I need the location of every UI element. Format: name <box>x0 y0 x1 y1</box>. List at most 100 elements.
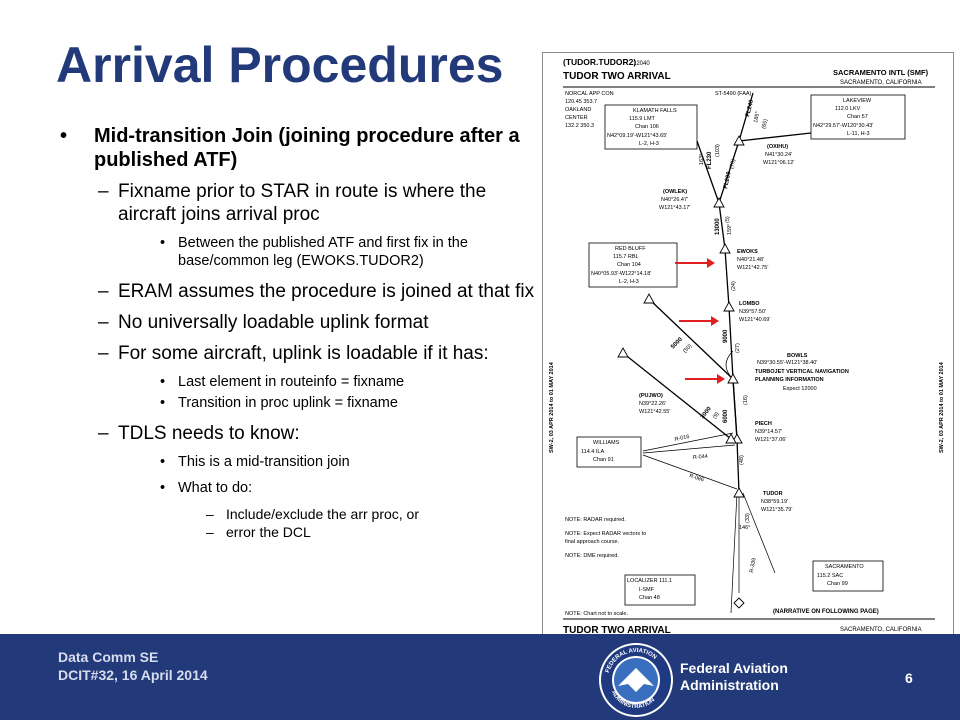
svg-text:13000: 13000 <box>715 218 721 235</box>
svg-text:120.45 353.7: 120.45 353.7 <box>565 99 597 105</box>
svg-text:N42°09.19'-W121°43.65': N42°09.19'-W121°43.65' <box>607 133 667 139</box>
chart-notes: NOTE: RADAR required. NOTE: Expect RADAR… <box>565 517 646 617</box>
svg-text:TURBOJET VERTICAL NAVIGATION: TURBOJET VERTICAL NAVIGATION <box>755 369 849 375</box>
svg-text:N39°14.57': N39°14.57' <box>755 429 782 435</box>
arrival-chart: (TUDOR.TUDOR2) 12040 TUDOR TWO ARRIVAL S… <box>542 52 954 650</box>
svg-text:9000: 9000 <box>723 329 729 343</box>
svg-text:(OWLEK): (OWLEK) <box>663 189 687 195</box>
svg-text:(65): (65) <box>761 118 769 129</box>
bullet-text: Fixname prior to STAR in route is where … <box>118 181 487 225</box>
footer-bar: Data Comm SE DCIT#32, 16 April 2014 FEDE… <box>0 634 960 720</box>
bullet-item-level-2: –TDLS needs to know: <box>60 422 540 445</box>
svg-text:N39°57.50': N39°57.50' <box>739 309 766 315</box>
page-number: 6 <box>905 670 913 686</box>
svg-text:RED BLUFF: RED BLUFF <box>615 246 646 252</box>
faa-name: Federal Aviation Administration <box>680 660 788 694</box>
route-lines <box>622 92 812 494</box>
bullet-item-level-3: •Last element in routeinfo = fixname <box>60 373 540 391</box>
svg-text:Chan 91: Chan 91 <box>593 457 614 463</box>
agency-line1: Federal Aviation <box>680 660 788 676</box>
svg-text:PLANNING INFORMATION: PLANNING INFORMATION <box>755 377 824 383</box>
williams-navaid: WILLIAMS 114.4 ILA Chan 91 <box>576 436 642 468</box>
svg-text:(50): (50) <box>682 343 693 354</box>
bullet-marker: – <box>206 506 214 522</box>
svg-text:W121°42.55': W121°42.55' <box>639 409 670 415</box>
bullet-text: No universally loadable uplink format <box>118 312 429 333</box>
svg-text:WILLIAMS: WILLIAMS <box>593 440 620 446</box>
bullet-item-level-2: –No universally loadable uplink format <box>60 311 540 334</box>
svg-text:R-044: R-044 <box>693 454 708 461</box>
svg-text:FL230: FL230 <box>707 151 713 169</box>
red-arrow-lombo-head <box>711 316 719 326</box>
red-arrow-pujwo-head <box>717 374 725 384</box>
chart-procedure-name: TUDOR TWO ARRIVAL <box>563 71 671 82</box>
bullet-item-level-2: –Fixname prior to STAR in route is where… <box>60 180 540 226</box>
svg-text:Chan 106: Chan 106 <box>635 124 659 130</box>
svg-text:185°: 185° <box>753 111 761 123</box>
bullet-marker: • <box>160 235 166 251</box>
klamath-falls-navaid: KLAMATH FALLS 115.9 LMT Chan 106 N42°09.… <box>604 104 698 150</box>
bullet-marker: • <box>160 374 166 390</box>
bullet-text: This is a mid-transition join <box>178 454 350 470</box>
svg-text:CENTER: CENTER <box>565 115 588 121</box>
radial-lines <box>642 350 776 614</box>
bullet-text: Include/exclude the arr proc, or <box>226 506 419 522</box>
bullet-marker: • <box>60 125 68 147</box>
bullet-item-level-4: –Include/exclude the arr proc, or <box>60 505 540 523</box>
svg-text:(33): (33) <box>745 513 751 523</box>
bullet-item-level-2: –For some aircraft, uplink is loadable i… <box>60 342 540 365</box>
svg-text:EWOKS: EWOKS <box>737 249 758 255</box>
svg-text:final approach course.: final approach course. <box>565 539 620 545</box>
bullet-marker: • <box>160 454 166 470</box>
localizer-navaid: LOCALIZER 111.1 I-SMF Chan 48 <box>624 574 696 606</box>
svg-text:(9): (9) <box>712 411 721 420</box>
svg-text:(OXIHU): (OXIHU) <box>767 144 788 150</box>
svg-text:(5): (5) <box>725 216 731 223</box>
slide-title: Arrival Procedures <box>56 37 504 93</box>
svg-text:146°: 146° <box>739 525 750 531</box>
svg-text:NORCAL APP CON: NORCAL APP CON <box>565 91 614 97</box>
svg-text:(103): (103) <box>715 144 721 157</box>
svg-text:Chan 57: Chan 57 <box>847 114 868 120</box>
bullet-marker: – <box>98 281 109 302</box>
svg-text:N40°26.47': N40°26.47' <box>661 197 688 203</box>
turbojet-planning-info: TURBOJET VERTICAL NAVIGATION PLANNING IN… <box>755 369 849 392</box>
svg-text:R-339: R-339 <box>749 558 758 574</box>
svg-text:W121°40.69': W121°40.69' <box>739 317 770 323</box>
distance-labels: (103) (70) (65) (5) (24) (27) (50) (16) … <box>682 118 769 523</box>
red-arrows <box>675 258 725 384</box>
svg-text:(70): (70) <box>729 158 737 169</box>
svg-text:L-2, H-3: L-2, H-3 <box>619 279 639 285</box>
footer-org-line1: Data Comm SE <box>58 649 159 665</box>
svg-text:FL200: FL200 <box>723 171 733 190</box>
bullet-marker: – <box>206 524 214 540</box>
svg-text:(27): (27) <box>735 343 741 353</box>
approach-control-info: NORCAL APP CON 120.45 353.7 OAKLAND CENT… <box>565 91 614 129</box>
bullet-item-level-3: •What to do: <box>60 479 540 497</box>
bullet-marker: • <box>160 480 166 496</box>
bullet-marker: – <box>98 343 109 364</box>
chart-side-note-left: SW-2, 03 APR 2014 to 01 MAY 2014 <box>549 361 555 453</box>
svg-text:132.2 350.3: 132.2 350.3 <box>565 123 594 129</box>
svg-text:W121°37.06': W121°37.06' <box>755 437 786 443</box>
svg-text:OAKLAND: OAKLAND <box>565 107 591 113</box>
footer-org-line2: DCIT#32, 16 April 2014 <box>58 667 208 683</box>
chart-side-note-right: SW-2, 03 APR 2014 to 01 MAY 2014 <box>939 361 945 453</box>
svg-text:114.4 ILA: 114.4 ILA <box>581 449 604 455</box>
chart-footer-name: TUDOR TWO ARRIVAL <box>563 625 671 636</box>
svg-text:BOWLS: BOWLS <box>787 353 808 359</box>
svg-text:N39°30.55'-W121°38.40': N39°30.55'-W121°38.40' <box>757 360 817 366</box>
svg-text:L-2, H-3: L-2, H-3 <box>639 141 659 147</box>
svg-text:N42°29.57'-W120°30.43': N42°29.57'-W120°30.43' <box>813 123 873 129</box>
sacramento-navaid: SACRAMENTO 115.2 SAC Chan 99 <box>812 560 884 592</box>
bullet-list: •Mid-transition Join (joining procedure … <box>60 124 540 541</box>
bullet-text: Between the published ATF and first fix … <box>178 235 468 269</box>
red-bluff-navaid: RED BLUFF 115.7 RBL Chan 104 N40°05.93'-… <box>588 242 678 288</box>
svg-text:PIECH: PIECH <box>755 421 772 427</box>
footer-left: Data Comm SE DCIT#32, 16 April 2014 <box>58 648 208 684</box>
svg-text:LOMBO: LOMBO <box>739 301 760 307</box>
svg-text:NOTE: RADAR required.: NOTE: RADAR required. <box>565 517 626 523</box>
svg-text:TUDOR: TUDOR <box>763 491 783 497</box>
bullet-text: error the DCL <box>226 524 311 540</box>
chart-procedure-id: (TUDOR.TUDOR2) <box>563 57 636 67</box>
